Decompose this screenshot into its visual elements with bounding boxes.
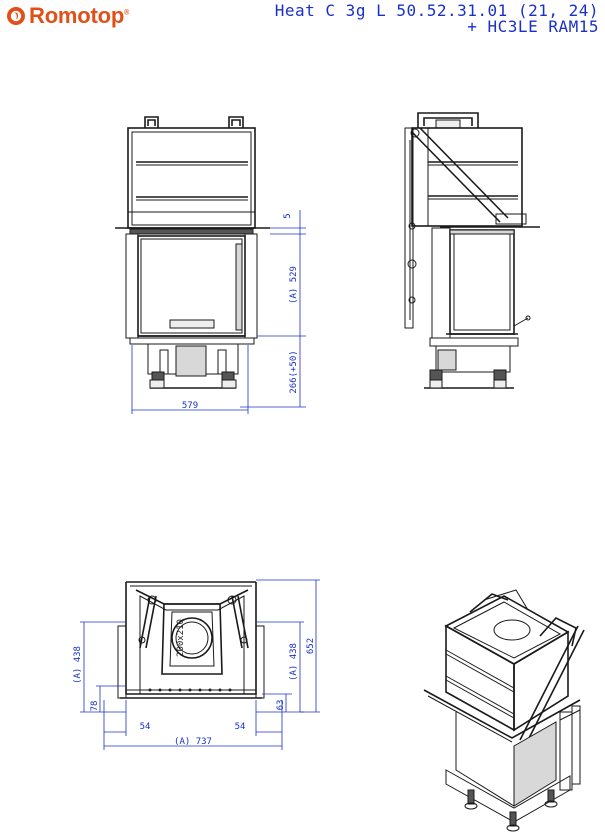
dim-left-offset: 78: [90, 701, 100, 712]
romotop-flame-icon: [7, 7, 25, 25]
brand-logo: Romotop®: [6, 3, 130, 28]
dim-base-height: 266(+50): [289, 350, 299, 393]
dim-left-margin: 54: [140, 722, 151, 732]
model-designation: Heat C 3g L 50.52.31.01 (21, 24) + HC3LE…: [275, 3, 599, 35]
dim-glass-height: (A) 529: [289, 266, 299, 304]
dim-left-depth: (A) 438: [73, 646, 83, 684]
dim-total-depth: 652: [306, 638, 316, 654]
brand-name: Romotop®: [29, 3, 130, 28]
isometric-view: [423, 589, 585, 832]
model-line-1: Heat C 3g L 50.52.31.01 (21, 24): [274, 1, 599, 20]
top-view: 200x210 (A) 438 78 (A) 438: [73, 579, 320, 750]
dim-width: 579: [182, 401, 198, 411]
model-line-2: + HC3LE RAM15: [467, 17, 599, 36]
dim-right-offset: 63: [276, 700, 286, 711]
dim-total-width: (A) 737: [174, 737, 212, 747]
side-view: [404, 112, 540, 389]
dim-right-depth: (A) 438: [289, 643, 299, 681]
dim-top-gap: 5: [283, 213, 293, 218]
front-view: 5 (A) 529 266(+50) 579: [115, 116, 306, 414]
flue-size-label: 200x210: [176, 619, 186, 657]
dim-right-margin: 54: [235, 722, 246, 732]
